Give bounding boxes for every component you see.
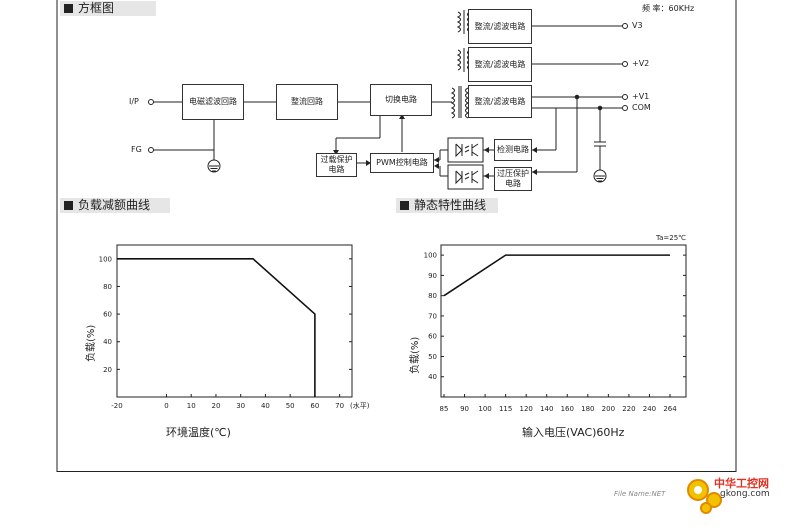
x-tick-label: 120 bbox=[519, 405, 532, 413]
section-header-block-diagram: 方框图 bbox=[60, 1, 156, 16]
frequency-label: 频 率：60KHz bbox=[642, 4, 695, 13]
output-v3-label: V3 bbox=[632, 21, 643, 30]
x-tick-label: 100 bbox=[478, 405, 491, 413]
fg-label: FG bbox=[131, 145, 142, 154]
chart-annotation: Ta=25℃ bbox=[655, 234, 686, 242]
section-header-static: 静态特性曲线 bbox=[396, 198, 498, 213]
x-tick-label: 50 bbox=[286, 402, 295, 410]
switching-block: 切换电路 bbox=[370, 84, 432, 116]
section-title: 负载减额曲线 bbox=[78, 198, 151, 212]
emi-filter-block: 电磁滤波回路 bbox=[182, 84, 244, 120]
y-tick-label: 40 bbox=[103, 338, 112, 346]
y-axis-label: 负载(%) bbox=[408, 337, 421, 374]
y-tick-label: 50 bbox=[428, 353, 437, 361]
x-tick-label: 200 bbox=[602, 405, 615, 413]
y-tick-label: 40 bbox=[428, 373, 437, 381]
x-tick-label: 0 bbox=[164, 402, 168, 410]
section-title: 方框图 bbox=[78, 1, 115, 15]
output-v2-label: +V2 bbox=[632, 59, 650, 68]
x-tick-label: 40 bbox=[261, 402, 270, 410]
y-tick-label: 60 bbox=[428, 333, 437, 341]
rectifier-block: 整流回路 bbox=[276, 84, 338, 120]
file-name-text: File Name:NET bbox=[614, 490, 666, 498]
output-v1-label: +V1 bbox=[632, 92, 650, 101]
y-axis-label: 负载(%) bbox=[84, 325, 97, 362]
x-tick-label: 10 bbox=[187, 402, 196, 410]
output-com-label: COM bbox=[632, 103, 651, 112]
detect-block: 检测电路 bbox=[494, 139, 532, 161]
section-title: 静态特性曲线 bbox=[414, 198, 487, 212]
bullet-square-icon bbox=[64, 4, 73, 13]
y-tick-label: 20 bbox=[103, 366, 112, 374]
x-tick-label: 160 bbox=[561, 405, 574, 413]
logo-site-cn: 中华工控网 bbox=[714, 477, 769, 490]
bullet-square-icon bbox=[400, 201, 409, 210]
x-tick-label: 90 bbox=[460, 405, 469, 413]
chart-marks bbox=[443, 254, 670, 297]
logo-site-en: gkong.com bbox=[720, 489, 770, 499]
rect-filter-v3-block: 整流/滤波电路 bbox=[468, 9, 532, 44]
y-tick-label: 70 bbox=[428, 312, 437, 320]
gkong-logo bbox=[687, 479, 722, 514]
x-tick-label: 60 bbox=[310, 402, 319, 410]
x-tick-label: 264 bbox=[663, 405, 677, 413]
x-tick-label: 240 bbox=[643, 405, 656, 413]
x-axis-label: 输入电压(VAC)60Hz bbox=[522, 425, 625, 439]
input-label: I/P bbox=[129, 97, 139, 106]
chart-frame: -20 0 10 20 30 40 50 60 70 20 40 60 80 100 bbox=[99, 244, 353, 410]
x-tick-label: 20 bbox=[211, 402, 220, 410]
x-tick-label: 220 bbox=[622, 405, 635, 413]
chart-frame: 85 90 100 115 120 140 160 180 200 220 240 264 40 50 60… bbox=[424, 244, 687, 413]
ocp-block: 过载保护电路 bbox=[316, 153, 357, 177]
plot-area bbox=[440, 244, 687, 398]
x-tick-label: 115 bbox=[499, 405, 512, 413]
x-tick-unit: (水平) bbox=[350, 401, 370, 410]
rect-filter-v2-block: 整流/滤波电路 bbox=[468, 47, 532, 82]
x-tick-label: 70 bbox=[335, 402, 344, 410]
x-tick-label: 85 bbox=[440, 405, 449, 413]
y-tick-label: 100 bbox=[424, 252, 437, 260]
y-tick-label: 90 bbox=[428, 272, 437, 280]
series-line bbox=[443, 254, 670, 297]
ovp-block: 过压保护电路 bbox=[494, 167, 532, 191]
pwm-block: PWM控制电路 bbox=[370, 153, 434, 173]
x-tick-label: -20 bbox=[111, 402, 122, 410]
series-line bbox=[117, 258, 316, 397]
y-tick-label: 80 bbox=[428, 292, 437, 300]
x-axis-label: 环境温度(℃) bbox=[166, 425, 231, 439]
chart-marks bbox=[117, 258, 316, 397]
y-tick-label: 60 bbox=[103, 311, 112, 319]
section-header-derating: 负载减额曲线 bbox=[60, 198, 170, 213]
x-tick-label: 180 bbox=[581, 405, 594, 413]
rect-filter-v1-block: 整流/滤波电路 bbox=[468, 85, 532, 118]
bullet-square-icon bbox=[64, 201, 73, 210]
y-tick-label: 80 bbox=[103, 283, 112, 291]
plot-area bbox=[116, 244, 353, 398]
x-tick-label: 140 bbox=[540, 405, 553, 413]
x-tick-label: 30 bbox=[236, 402, 245, 410]
block-diagram-wiring bbox=[148, 10, 628, 190]
y-tick-label: 100 bbox=[99, 255, 112, 263]
